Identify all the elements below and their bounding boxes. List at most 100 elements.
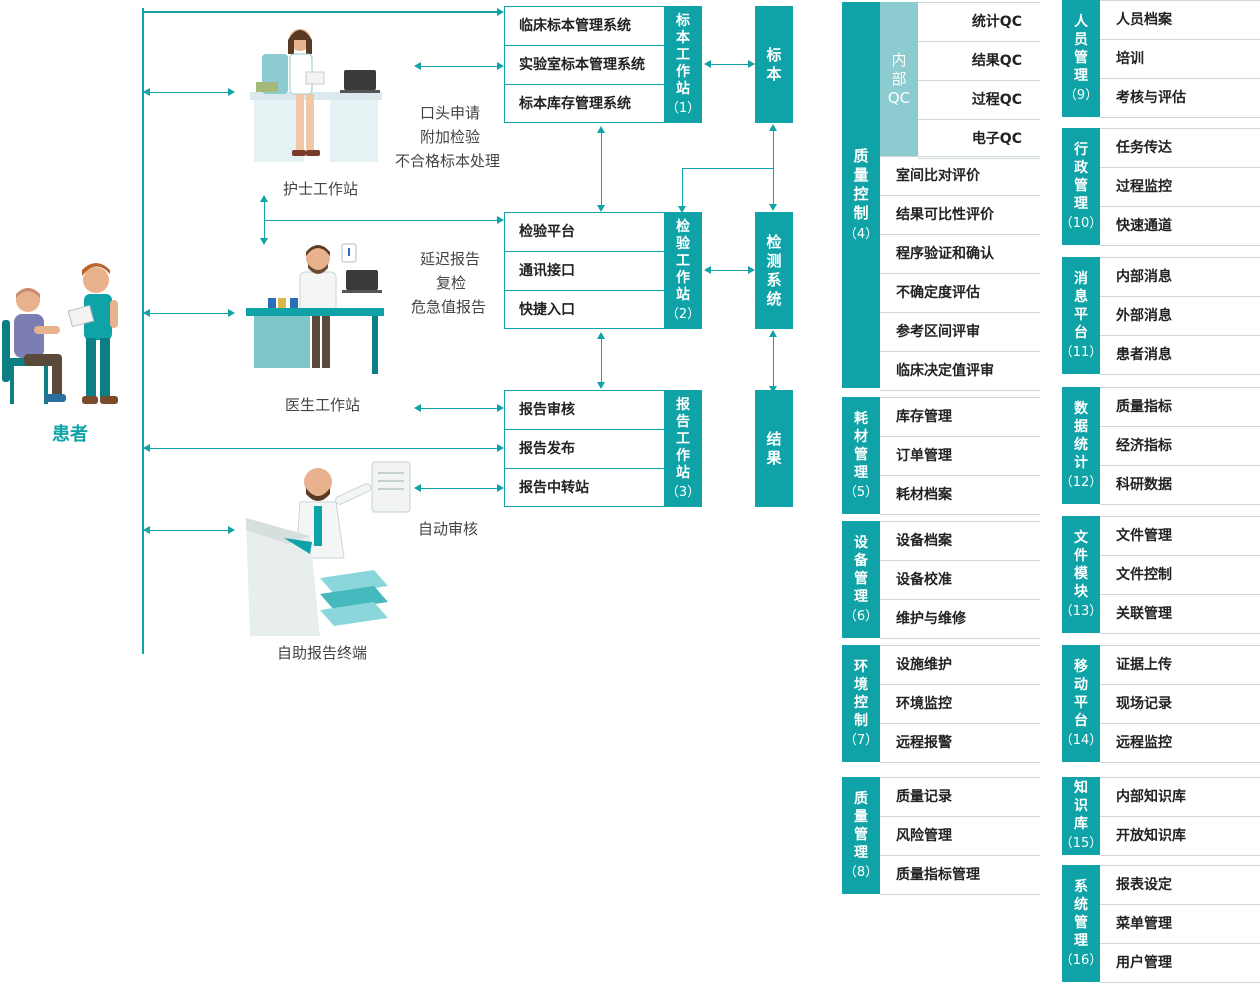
module-item: 科研数据 — [1100, 466, 1260, 505]
module-item: 现场记录 — [1100, 685, 1260, 724]
module-consumables-title: 耗材管理（5） — [842, 397, 880, 514]
module-admin-title: 行政管理（10） — [1060, 128, 1102, 245]
nurse-icon — [250, 29, 382, 162]
workstation-test-title: 检验工作站（2） — [664, 212, 702, 329]
module-item: 患者消息 — [1100, 336, 1260, 375]
module-environment-list: 设施维护环境监控远程报警 — [880, 645, 1040, 763]
module-item: 质量记录 — [880, 778, 1040, 817]
module-item: 快速通道 — [1100, 207, 1260, 246]
module-item: 开放知识库 — [1100, 817, 1260, 856]
module-system-list: 报表设定菜单管理用户管理 — [1100, 865, 1260, 983]
qc-internal-item: 统计QC — [918, 3, 1040, 42]
doctor-note-2: 复检 — [436, 274, 467, 292]
workstation-item: 实验室标本管理系统 — [505, 46, 664, 85]
module-item: 内部消息 — [1100, 258, 1260, 297]
qc-item: 程序验证和确认 — [880, 235, 1040, 274]
workstation-item: 报告审核 — [505, 391, 664, 430]
module-personnel-list: 人员档案培训考核与评估 — [1100, 0, 1260, 118]
module-item: 设备校准 — [880, 561, 1040, 600]
module-knowledge-title: 知识库（15） — [1060, 777, 1102, 855]
module-item: 证据上传 — [1100, 646, 1260, 685]
patient-and-nurse-icon — [2, 263, 118, 404]
workstation-specimen-title: 标本工作站（1） — [664, 6, 702, 123]
workstation-item: 报告中转站 — [519, 480, 589, 496]
doctor-station-illustration — [242, 242, 388, 378]
module-message-list: 内部消息外部消息患者消息 — [1100, 257, 1260, 375]
module-item: 耗材档案 — [880, 476, 1040, 515]
module-item: 维护与维修 — [880, 600, 1040, 639]
workstation-specimen-list: 临床标本管理系统实验室标本管理系统标本库存管理系统 — [504, 6, 664, 123]
flow-result-bar: 结果 — [755, 390, 793, 507]
qc-internal-item: 电子QC — [918, 120, 1040, 159]
module-item: 用户管理 — [1100, 944, 1260, 983]
patient-label: 患者 — [52, 424, 88, 445]
qc-item: 临床决定值评审 — [880, 352, 1040, 391]
module-item: 质量指标 — [1100, 388, 1260, 427]
patient-trunk-line — [142, 8, 144, 654]
module-statistics-list: 质量指标经济指标科研数据 — [1100, 387, 1260, 505]
module-item: 考核与评估 — [1100, 79, 1260, 118]
qc-item: 参考区间评审 — [880, 313, 1040, 352]
module-message-title: 消息平台（11） — [1060, 257, 1102, 374]
flow-specimen-bar: 标本 — [755, 6, 793, 123]
workstation-report-title: 报告工作站（3） — [664, 390, 702, 507]
qc-items-list: 室间比对评价 结果可比性评价 程序验证和确认 不确定度评估 参考区间评审 临床决… — [880, 156, 1040, 391]
module-knowledge-list: 内部知识库开放知识库 — [1100, 777, 1260, 856]
workstation-item: 检验平台 — [505, 213, 664, 252]
qc-title-bar: 质量控制（4） — [842, 2, 880, 388]
module-item: 质量指标管理 — [880, 856, 1040, 895]
module-equipment-title: 设备管理（6） — [842, 521, 880, 638]
module-item: 培训 — [1100, 40, 1260, 79]
module-system-title: 系统管理（16） — [1060, 865, 1102, 982]
qc-internal-list: 统计QC 结果QC 过程QC 电子QC — [918, 2, 1040, 159]
module-item: 任务传达 — [1100, 129, 1260, 168]
patient-illustration — [0, 258, 135, 413]
nurse-note-2: 附加检验 — [420, 128, 481, 146]
workstation-item: 标本库存管理系统 — [519, 96, 631, 112]
qc-item: 不确定度评估 — [880, 274, 1040, 313]
nurse-note-3: 不合格标本处理 — [395, 152, 501, 170]
module-item: 设备档案 — [880, 522, 1040, 561]
module-mobile-title: 移动平台（14） — [1060, 645, 1102, 762]
workstation-item: 通讯接口 — [505, 252, 664, 291]
qc-internal-item: 结果QC — [918, 42, 1040, 81]
module-consumables-list: 库存管理订单管理耗材档案 — [880, 397, 1040, 515]
module-item: 库存管理 — [880, 398, 1040, 437]
module-mobile-list: 证据上传现场记录远程监控 — [1100, 645, 1260, 763]
module-documents-title: 文件模块（13） — [1060, 516, 1102, 633]
module-item: 过程监控 — [1100, 168, 1260, 207]
module-item: 报表设定 — [1100, 866, 1260, 905]
module-item: 经济指标 — [1100, 427, 1260, 466]
module-personnel-title: 人员管理（9） — [1062, 0, 1100, 117]
workstation-item: 快捷入口 — [519, 302, 575, 318]
kiosk-icon — [246, 461, 411, 636]
workstation-test-list: 检验平台通讯接口快捷入口 — [504, 212, 664, 329]
module-item: 文件管理 — [1100, 517, 1260, 556]
module-item: 风险管理 — [880, 817, 1040, 856]
workstation-item: 报告发布 — [505, 430, 664, 469]
workstation-report-list: 报告审核报告发布报告中转站 — [504, 390, 664, 507]
kiosk-label: 自助报告终端 — [277, 644, 368, 662]
kiosk-illustration — [240, 458, 415, 638]
module-statistics-title: 数据统计（12） — [1060, 387, 1102, 504]
kiosk-note: 自动审核 — [418, 520, 479, 538]
module-item: 菜单管理 — [1100, 905, 1260, 944]
module-item: 环境监控 — [880, 685, 1040, 724]
module-item: 文件控制 — [1100, 556, 1260, 595]
module-item: 订单管理 — [880, 437, 1040, 476]
module-quality-mgmt-title: 质量管理（8） — [842, 777, 880, 894]
module-item: 人员档案 — [1100, 1, 1260, 40]
module-admin-list: 任务传达过程监控快速通道 — [1100, 128, 1260, 246]
module-item: 设施维护 — [880, 646, 1040, 685]
module-equipment-list: 设备档案设备校准维护与维修 — [880, 521, 1040, 639]
nurse-note-1: 口头申请 — [420, 104, 481, 122]
module-environment-title: 环境控制（7） — [842, 645, 880, 762]
flow-detection-bar: 检测系统 — [755, 212, 793, 329]
qc-item: 室间比对评价 — [880, 157, 1040, 196]
module-quality-mgmt-list: 质量记录风险管理质量指标管理 — [880, 777, 1040, 895]
module-item: 内部知识库 — [1100, 778, 1260, 817]
module-item: 关联管理 — [1100, 595, 1260, 634]
doctor-note-1: 延迟报告 — [420, 250, 481, 268]
nurse-station-label: 护士工作站 — [283, 180, 359, 198]
workstation-item: 临床标本管理系统 — [505, 7, 664, 46]
